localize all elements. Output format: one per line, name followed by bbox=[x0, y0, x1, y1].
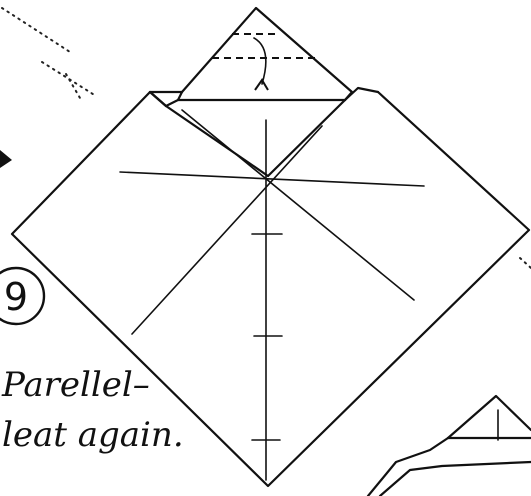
instruction-line-2: leat again. bbox=[2, 415, 184, 455]
step-number: 9 bbox=[4, 275, 28, 319]
arrowhead-left-edge bbox=[0, 150, 12, 168]
dotted-arrow-from-previous-step bbox=[2, 8, 96, 98]
step-number-badge: 9 bbox=[0, 268, 44, 324]
top-triangle-flap bbox=[182, 8, 352, 100]
next-step-diagram-partial bbox=[368, 396, 531, 496]
instruction-line-1: Parellel– bbox=[1, 365, 150, 405]
edge-dots-right bbox=[520, 258, 531, 268]
